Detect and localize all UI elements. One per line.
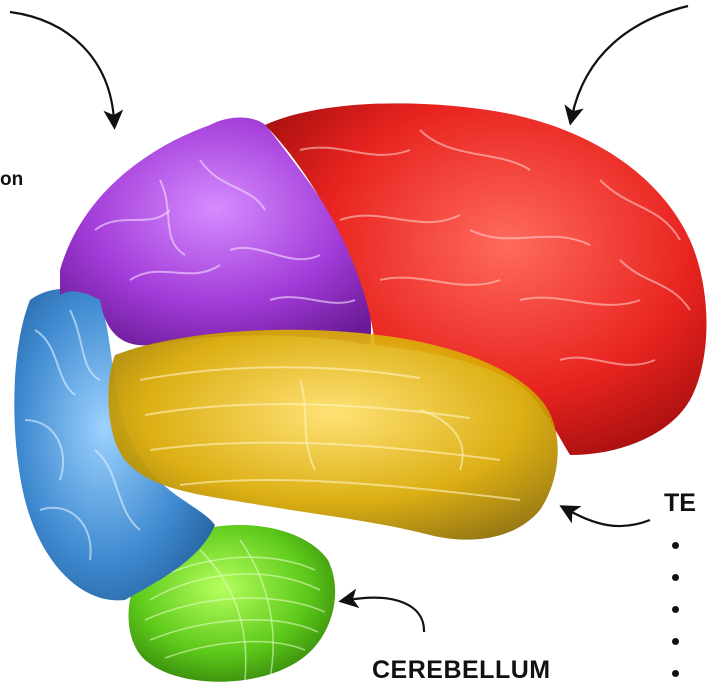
- bullet-dot: [672, 574, 679, 581]
- bullet-dot: [672, 670, 679, 677]
- bullet-dot: [672, 638, 679, 645]
- arrow-to-parietal: [10, 12, 114, 120]
- arrow-to-frontal: [572, 6, 688, 116]
- cerebellum-label: CEREBELLUM: [372, 658, 551, 683]
- arrow-to-temporal: [568, 510, 650, 526]
- bullet-dot: [672, 606, 679, 613]
- arrow-to-cerebellum: [348, 598, 424, 632]
- lobe-label-partial: on: [0, 170, 23, 189]
- bullet-dot: [672, 542, 679, 549]
- temporal-lobe-label: TE: [664, 491, 696, 516]
